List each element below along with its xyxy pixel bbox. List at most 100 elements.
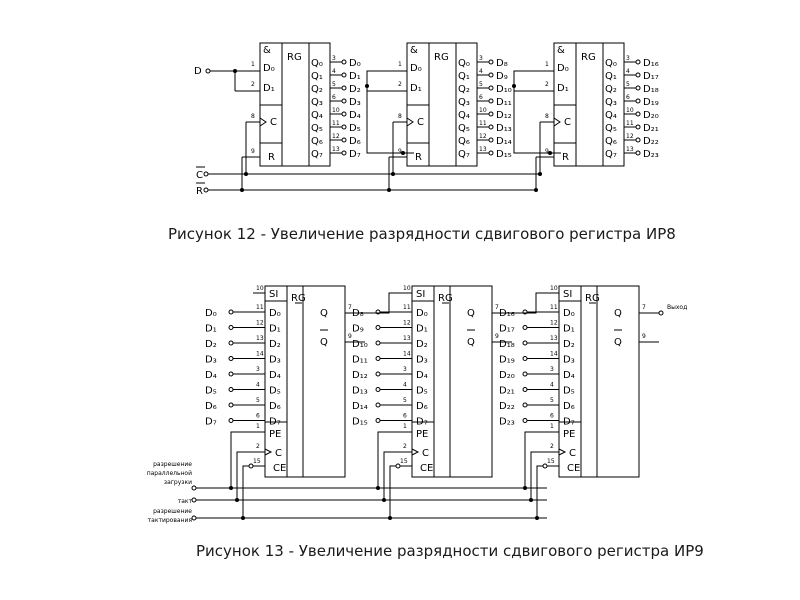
data-input-label: D₂₃ (499, 417, 515, 428)
si-label: SI (269, 289, 278, 300)
terminal-circle (488, 150, 494, 156)
terminal-circle (341, 98, 347, 104)
d-input-label: D₄ (563, 370, 575, 381)
and-label: & (263, 45, 271, 56)
pin-number: 1 (545, 61, 549, 68)
pin-number: 5 (626, 81, 630, 88)
clock-label: C (270, 117, 277, 128)
terminal-circle (375, 356, 381, 361)
data-output-label: D₆ (349, 136, 361, 147)
q-output-label: Q₆ (458, 136, 470, 147)
pin-number: 11 (550, 304, 558, 311)
terminal-circle (228, 309, 234, 315)
data-output-label: D₂₂ (643, 136, 659, 147)
pin-number: 5 (479, 81, 483, 88)
input-label: D₀ (410, 63, 422, 74)
register-right (449, 285, 493, 478)
clock-edge-mark (411, 448, 420, 456)
terminal-circle (395, 463, 401, 469)
data-input-label: D₆ (205, 401, 217, 412)
si-label: SI (416, 289, 425, 300)
terminal-circle (488, 59, 494, 65)
pe-label: PE (563, 429, 575, 440)
junction-dot (548, 151, 552, 155)
q-output-label: Q₁ (311, 71, 323, 82)
data-output-label: D₈ (496, 58, 508, 69)
data-output-label: D₀ (349, 58, 361, 69)
figure-12-schematic: &D₀D₁RGCRQ₀Q₁Q₂Q₃Q₄Q₅Q₆Q₇345610111213128… (194, 42, 659, 197)
pin-number: 3 (256, 366, 260, 373)
pin-number: 4 (256, 382, 260, 389)
data-input-label: D₄ (205, 370, 217, 381)
terminal-circle (341, 137, 347, 143)
data-output-label: D₂₃ (643, 149, 659, 160)
pin-number: 12 (403, 320, 411, 327)
d-input-label: D₂ (563, 339, 575, 350)
data-input-label: D₀ (205, 308, 217, 319)
terminal-circle (635, 150, 641, 156)
terminal-circle (375, 402, 381, 408)
qbar-label: Q (467, 337, 475, 348)
rg-label: RG (438, 293, 453, 304)
q-output-label: Q₂ (605, 84, 617, 95)
ir8-register-block: &D₀D₁RGCRQ₀Q₁Q₂Q₃Q₄Q₅Q₆Q₇345610111213128… (365, 42, 512, 192)
q-output-label: Q₆ (311, 136, 323, 147)
output-label: Выход (667, 304, 687, 311)
q-label: Q (614, 308, 622, 319)
d-input-label: D₃ (416, 355, 428, 366)
terminal-circle (228, 325, 234, 330)
pin-number: 1 (256, 423, 260, 430)
d-input-label: D₅ (269, 386, 281, 397)
terminal-circle (488, 98, 494, 104)
q-output-label: Q₇ (311, 149, 323, 160)
data-output-label: D₁₁ (496, 97, 512, 108)
clock-wire (383, 451, 412, 500)
terminal-circle (635, 72, 641, 78)
terminal-circle (203, 171, 209, 177)
terminal-circle (635, 98, 641, 104)
data-input-label: D₈ (352, 308, 364, 319)
data-input-label: D₂ (205, 339, 217, 350)
q-output-label: Q₄ (605, 110, 617, 121)
pin-number: 12 (626, 133, 634, 140)
and-label: & (410, 45, 418, 56)
terminal-circle (522, 325, 528, 330)
data-output-label: D₁ (349, 71, 361, 82)
rg-label: RG (434, 52, 449, 63)
q-output-label: Q₅ (311, 123, 323, 134)
pin-number: 15 (253, 458, 261, 465)
data-input-label: D₁₄ (352, 401, 368, 412)
ce-wire (242, 465, 249, 518)
data-output-label: D₁₉ (643, 97, 659, 108)
control-label-load: разрешение (153, 461, 192, 468)
clock-input-label: C (196, 170, 203, 181)
pin-number: 2 (398, 81, 402, 88)
data-input-label: D₁₈ (499, 339, 515, 350)
data-output-label: D₁₂ (496, 110, 512, 121)
data-input-label: D₅ (205, 386, 217, 397)
clock-edge-mark (558, 448, 567, 456)
pin-number: 6 (256, 413, 260, 420)
terminal-circle (488, 124, 494, 130)
pin-number: 5 (256, 397, 260, 404)
terminal-circle (658, 310, 664, 316)
pin-number: 1 (251, 61, 255, 68)
pin-number: 5 (332, 81, 336, 88)
input-label: D₀ (557, 63, 569, 74)
reset-label: R (268, 152, 275, 163)
reset-label: R (415, 152, 422, 163)
terminal-circle (375, 387, 381, 392)
terminal-circle (488, 111, 494, 117)
pin-number: 8 (251, 113, 255, 120)
clock-edge-mark (553, 117, 561, 127)
clock-edge-mark (264, 448, 273, 456)
terminal-circle (375, 325, 381, 330)
clock-label: C (569, 448, 576, 459)
pin-number: 1 (398, 61, 402, 68)
pin-number: 2 (251, 81, 255, 88)
clock-label: C (417, 117, 424, 128)
pin-number: 10 (550, 285, 558, 292)
